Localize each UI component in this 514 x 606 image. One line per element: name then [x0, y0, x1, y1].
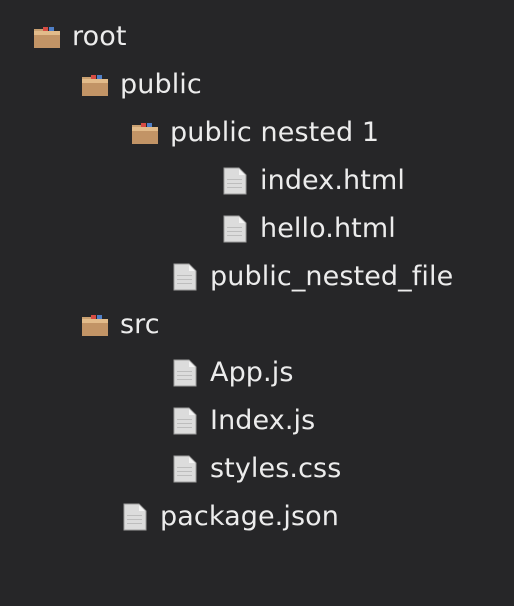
tree-item-label: App.js [210, 357, 294, 388]
file-icon [220, 215, 250, 243]
file-icon [170, 263, 200, 291]
tree-item-app-js[interactable]: App.js [170, 353, 294, 393]
folder-icon [80, 71, 110, 99]
tree-item-styles-css[interactable]: styles.css [170, 449, 341, 489]
tree-item-public[interactable]: public [80, 65, 202, 105]
tree-item-label: src [120, 309, 160, 340]
folder-icon [32, 23, 62, 51]
tree-item-index-html[interactable]: index.html [220, 161, 405, 201]
file-icon [220, 167, 250, 195]
folder-icon [80, 311, 110, 339]
tree-item-label: Index.js [210, 405, 316, 436]
file-icon [170, 455, 200, 483]
tree-item-label: root [72, 21, 127, 52]
tree-item-hello-html[interactable]: hello.html [220, 209, 396, 249]
tree-item-index-js[interactable]: Index.js [170, 401, 315, 441]
file-icon [120, 503, 150, 531]
file-icon [170, 359, 200, 387]
tree-item-label: public_nested_file [210, 261, 454, 292]
tree-item-label: hello.html [260, 213, 396, 244]
tree-item-package-json[interactable]: package.json [120, 497, 339, 537]
tree-item-src[interactable]: src [80, 305, 160, 345]
tree-item-root[interactable]: root [32, 17, 127, 57]
folder-icon [130, 119, 160, 147]
tree-item-label: public [120, 69, 202, 100]
tree-item-label: public nested 1 [170, 117, 380, 148]
tree-item-label: styles.css [210, 453, 342, 484]
tree-item-public-nested-file[interactable]: public_nested_file [170, 257, 453, 297]
file-icon [170, 407, 200, 435]
tree-item-label: package.json [160, 501, 339, 532]
tree-item-label: index.html [260, 165, 405, 196]
tree-item-public-nested-1[interactable]: public nested 1 [130, 113, 379, 153]
